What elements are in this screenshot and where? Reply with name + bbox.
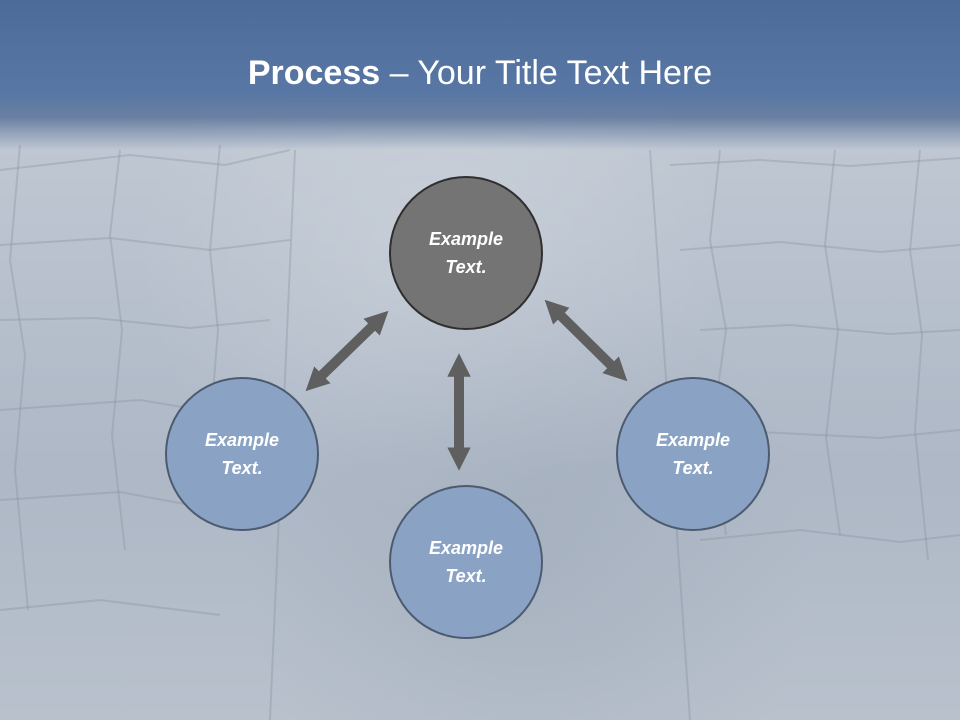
title-bar <box>0 0 960 150</box>
process-node-top: Example Text. <box>389 176 543 330</box>
title-separator: – <box>380 54 418 92</box>
title-emphasis: Process <box>247 54 381 92</box>
page-title: Process – Your Title Text Here <box>0 49 960 97</box>
title-rest: Your Title Text Here <box>417 54 713 92</box>
arrow-right-top <box>544 299 628 382</box>
process-node-left: Example Text. <box>165 377 319 531</box>
arrow-left-top <box>305 310 389 392</box>
process-node-right: Example Text. <box>616 377 770 531</box>
process-node-bottom: Example Text. <box>389 485 543 639</box>
